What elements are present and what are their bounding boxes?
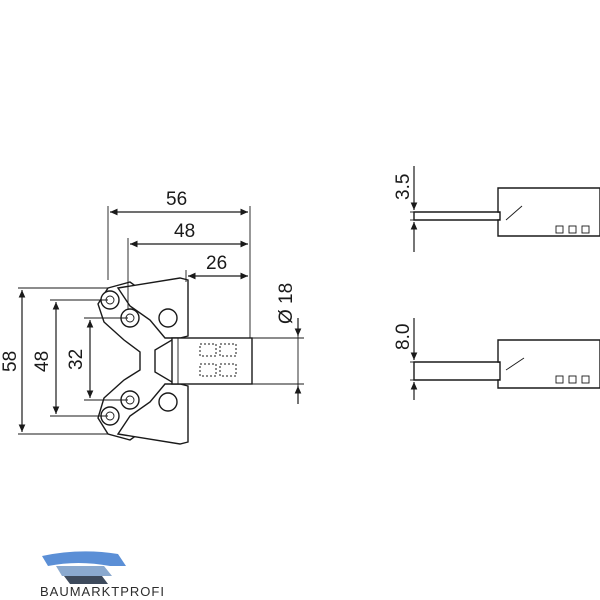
- dimension-58-label: 58: [0, 351, 21, 372]
- cup-dotted-detail-1: [199, 343, 217, 357]
- dimension-48-horizontal-label: 48: [174, 221, 195, 242]
- dimension-26-label: 26: [206, 253, 227, 274]
- side-view-top-body: [497, 187, 600, 237]
- dimension-diameter-18-label: Ø 18: [276, 283, 297, 324]
- dimension-32-label: 32: [66, 349, 87, 370]
- dimension-26: 26: [185, 253, 248, 282]
- dimension-32: 32: [66, 317, 128, 401]
- cup-dotted-detail-2: [219, 343, 237, 357]
- screw-hole-bottom-left: [100, 406, 120, 426]
- baumarktprofi-logo: BAUMARKTPROFI: [40, 551, 165, 599]
- cup-dotted-detail-4: [219, 363, 237, 377]
- screw-hole-upper-inner: [120, 308, 140, 328]
- side-view-bottom-body: [497, 339, 600, 389]
- logo-roof-shape: [42, 551, 126, 566]
- side-view-bottom-slot-1: [555, 375, 564, 384]
- dimension-3-5-label: 3.5: [393, 174, 414, 200]
- dimension-48-vertical: 48: [32, 299, 108, 417]
- logo-text: BAUMARKTPROFI: [40, 584, 165, 599]
- side-view-top-slot-3: [581, 225, 590, 234]
- bracket-hole-bottom: [158, 392, 178, 412]
- side-view-top: 3.5: [393, 166, 600, 252]
- hinge-front-view: [97, 277, 253, 445]
- side-view-bottom-slot-3: [581, 375, 590, 384]
- hinge-cup: [171, 337, 253, 385]
- cup-dotted-detail-3: [199, 363, 217, 377]
- dimension-56: 56: [107, 189, 251, 338]
- dimension-48-vertical-label: 48: [32, 351, 53, 372]
- side-view-bottom-slot-2: [568, 375, 577, 384]
- side-view-top-slot-2: [568, 225, 577, 234]
- dimension-48-horizontal: 48: [127, 221, 248, 310]
- dimension-8-0-label: 8.0: [393, 324, 414, 350]
- side-view-bottom: 8.0: [393, 318, 600, 400]
- dimension-58: 58: [0, 287, 108, 435]
- dimension-diameter-18: Ø 18: [252, 283, 304, 404]
- side-view-top-slot-1: [555, 225, 564, 234]
- bracket-hole-top: [158, 308, 178, 328]
- dimension-56-label: 56: [166, 189, 187, 210]
